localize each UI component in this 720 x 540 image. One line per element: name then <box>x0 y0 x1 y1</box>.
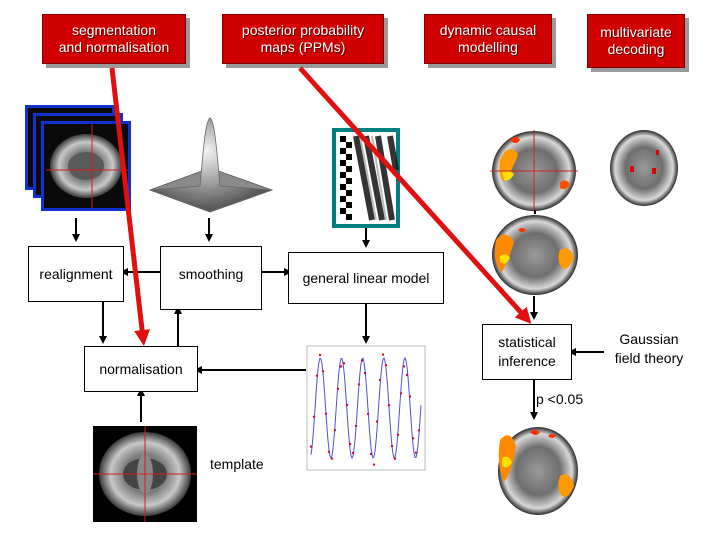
ppm-box[interactable]: posterior probability maps (PPMs) <box>222 14 384 64</box>
template-label: template <box>210 456 264 472</box>
data-point <box>357 383 361 386</box>
data-point <box>417 429 421 432</box>
data-point <box>411 437 415 440</box>
activation-image-middle <box>490 214 580 296</box>
data-point <box>312 415 316 418</box>
normalisation-box[interactable]: normalisation <box>84 346 198 392</box>
realignment-box[interactable]: realignment <box>28 246 124 302</box>
data-point <box>390 444 394 448</box>
coronal-decoding-image <box>608 130 680 212</box>
data-point <box>378 378 382 382</box>
data-point <box>330 457 334 460</box>
brain-stack-image <box>25 105 131 211</box>
smoothing-box[interactable]: smoothing <box>160 246 262 310</box>
segmentation-box[interactable]: segmentation and normalisation <box>42 14 186 64</box>
black-arrows <box>72 210 604 422</box>
dcm-box[interactable]: dynamic causal modelling <box>424 14 552 64</box>
data-point <box>354 424 358 428</box>
data-point <box>345 403 349 407</box>
segmentation-label: segmentation and normalisation <box>58 22 170 55</box>
data-point <box>381 353 385 356</box>
smoothing-label: smoothing <box>178 266 244 282</box>
gaussian-kernel-image <box>148 117 274 213</box>
data-point <box>414 451 418 454</box>
red-arrows <box>109 66 532 346</box>
data-point <box>363 371 367 375</box>
data-point <box>393 457 397 460</box>
decoding-label: multivariate decoding <box>600 24 672 57</box>
data-point <box>333 429 337 432</box>
inference-label: statistical inference <box>498 334 556 369</box>
data-point <box>315 374 319 377</box>
p-value-label: p <0.05 <box>536 391 584 407</box>
data-point <box>309 445 313 448</box>
data-point <box>399 392 403 395</box>
dcm-label: dynamic causal modelling <box>439 22 537 55</box>
template-brain-image <box>93 426 197 522</box>
data-point <box>336 387 340 390</box>
data-point <box>351 451 355 455</box>
data-point <box>339 365 343 368</box>
data-point <box>366 412 370 416</box>
gaussian-field-theory-label: Gaussian field theory <box>614 331 684 366</box>
ppm-label: posterior probability maps (PPMs) <box>241 22 365 55</box>
activation-image-result <box>496 424 580 518</box>
data-point <box>327 450 331 453</box>
activation-image-top <box>490 130 578 212</box>
normalisation-label: normalisation <box>99 360 183 377</box>
decoding-box[interactable]: multivariate decoding <box>587 14 685 68</box>
data-point <box>384 364 388 367</box>
data-point <box>402 365 406 368</box>
data-point <box>348 442 352 446</box>
time-series-plot <box>306 345 426 471</box>
data-point <box>375 420 379 423</box>
data-point <box>387 404 391 407</box>
data-point <box>408 395 412 398</box>
data-point <box>405 373 409 377</box>
data-point <box>369 452 373 456</box>
glm-label: general linear model <box>302 269 430 286</box>
glm-box[interactable]: general linear model <box>288 252 444 304</box>
data-point <box>321 370 325 373</box>
realignment-label: realignment <box>39 266 113 282</box>
data-point <box>342 362 346 365</box>
data-point <box>396 433 400 436</box>
data-point <box>318 353 322 357</box>
data-point <box>324 412 328 415</box>
design-matrix-image <box>332 128 400 228</box>
data-point <box>372 463 376 466</box>
data-point <box>360 359 364 362</box>
inference-box[interactable]: statistical inference <box>482 324 572 380</box>
